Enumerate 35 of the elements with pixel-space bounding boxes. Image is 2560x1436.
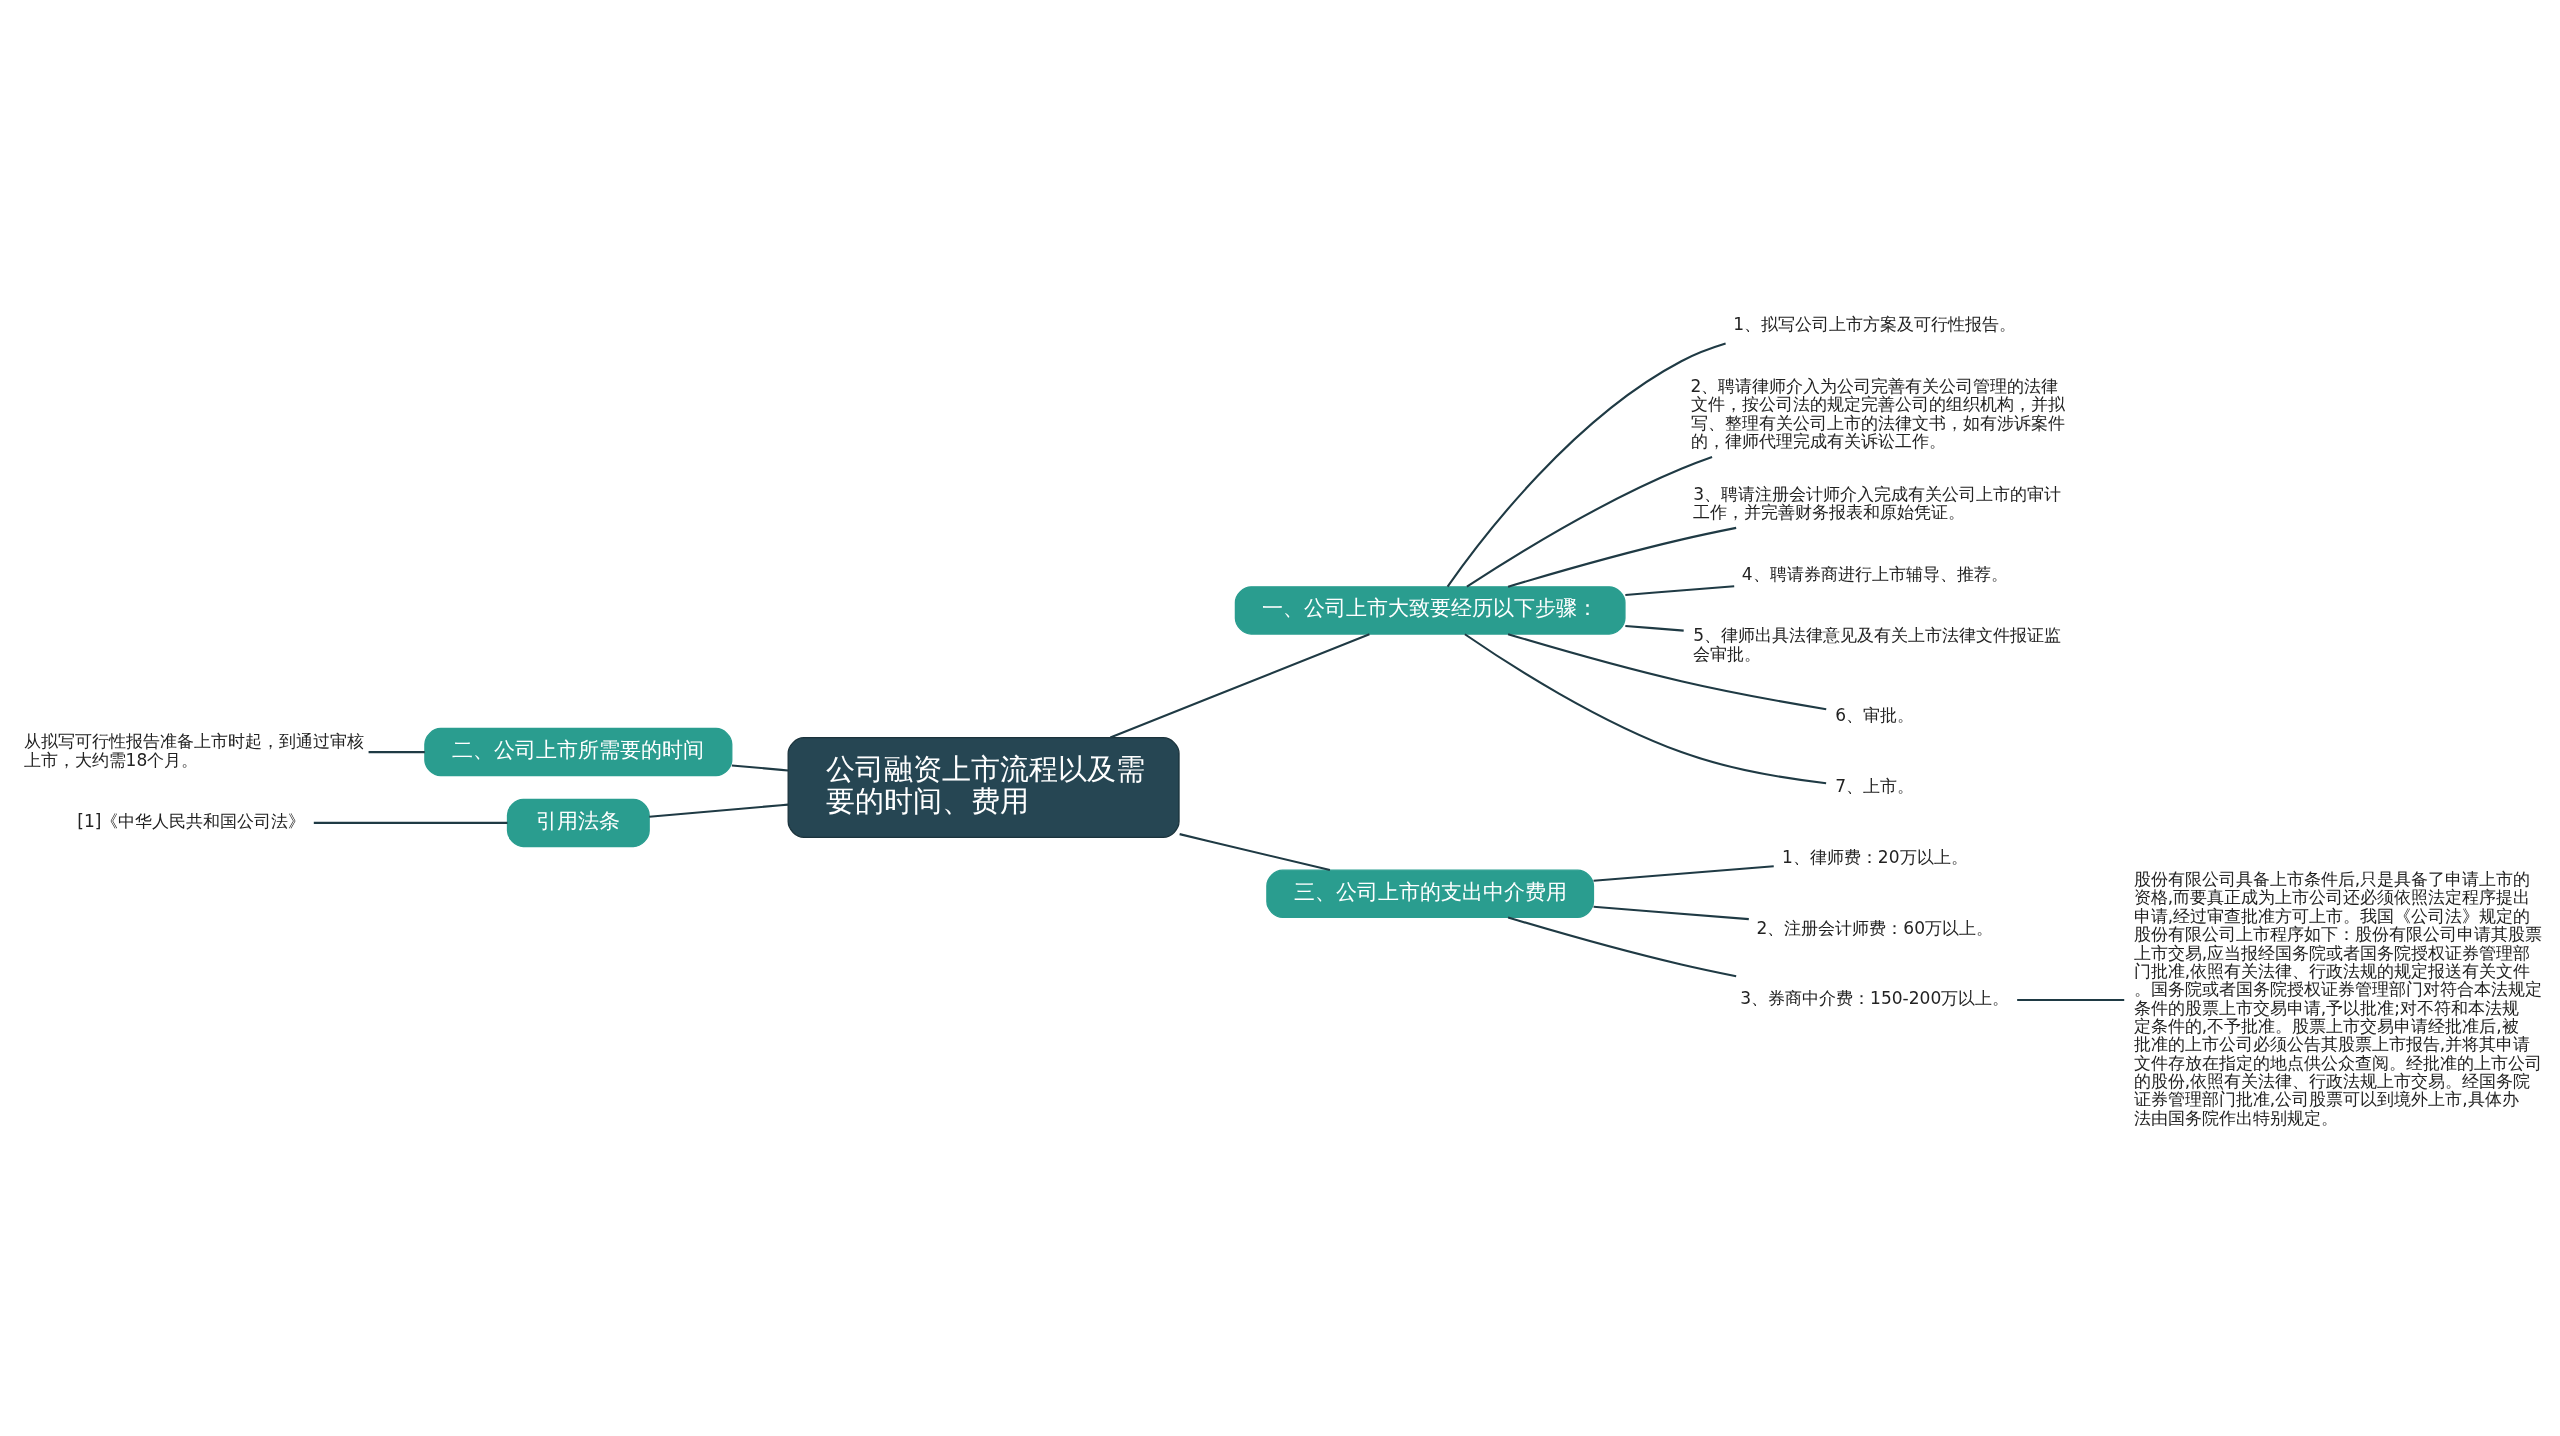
- connector: [1507, 526, 1737, 588]
- connector: [649, 803, 789, 818]
- node-box: 二、公司上市所需要的时间: [424, 727, 733, 777]
- node-text: 股份有限公司具备上市条件后,只是具备了申请上市的资格,而要真正成为上市公司还必须依照法定程序提出申请,经过审查批准方可上市。我国《公司法》规定的股份有限公司上市程序如下：股份有限公司申请其股票上市交易,应当报经国务院或者国务院授权证券管理部门批准,依照有关法律、行政法规的规定报送有关文件。国务院或者国务院授权证券管理部门对符合本法规定条件的股票上市交易申请,予以批准;对不符和本法规定条件的,不予批准。股票上市交易申请经批准后,被批准的上市公司必须公告其股票上市报告,并将其申请文件存放在指定的地点供公众查阅。经批准的上市公司的股份,依照有关法律、行政法规上市交易。经国务院证券管理部门批准,公司股票可以到境外上市,具体办法由国务院作出特别规定。: [2133, 869, 2542, 1128]
- node-text: 2、聘请律师介入为公司完善有关公司管理的法律文件，按公司法的规定完善公司的组织机构，并拟写、整理有关公司上市的法律文书，如有涉诉案件的，律师代理完成有关诉讼工作。: [1690, 375, 2065, 452]
- connector: [1625, 624, 1684, 632]
- connector: [1593, 905, 1749, 921]
- connector: [2017, 998, 2125, 1002]
- connector: [313, 821, 508, 824]
- connector: [1507, 916, 1737, 978]
- node-text: 3、聘请注册会计师介入完成有关公司上市的审计工作，并完善财务报表和原始凭证。: [1693, 483, 2061, 522]
- node-text: 1、律师费：20万以上。: [1782, 846, 1968, 867]
- node-text: 7、上市。: [1835, 775, 1915, 796]
- connector: [1593, 865, 1774, 882]
- node-box: 公司融资上市流程以及需要的时间、费用: [787, 737, 1180, 838]
- node-box: 三、公司上市的支出中介费用: [1266, 869, 1595, 918]
- connector: [1464, 633, 1827, 785]
- node-text: 1、拟写公司上市方案及可行性报告。: [1733, 314, 2017, 335]
- connector: [1625, 585, 1735, 596]
- node-text: 从拟写可行性报告准备上市时起，到通过审核上市，大约需18个月。: [23, 731, 364, 770]
- connector: [1446, 342, 1726, 588]
- node-box: 一、公司上市大致要经历以下步骤：: [1234, 586, 1626, 635]
- connector: [368, 751, 425, 754]
- connector: [1179, 833, 1331, 872]
- node-text: 5、律师出具法律意见及有关上市法律文件报证监会审批。: [1693, 625, 2061, 664]
- node-text: 3、券商中介费：150-200万以上。: [1740, 988, 2010, 1009]
- node-box: 引用法条: [506, 798, 650, 848]
- node-text: [1]《中华人民共和国公司法》: [77, 811, 306, 832]
- node-text: 2、注册会计师费：60万以上。: [1756, 917, 1994, 938]
- connector: [1466, 456, 1713, 588]
- node-text: 6、审批。: [1835, 705, 1915, 726]
- connector: [1109, 633, 1370, 739]
- connector: [731, 764, 789, 772]
- node-text: 4、聘请券商进行上市辅导、推荐。: [1741, 563, 2008, 584]
- connector: [1507, 633, 1827, 711]
